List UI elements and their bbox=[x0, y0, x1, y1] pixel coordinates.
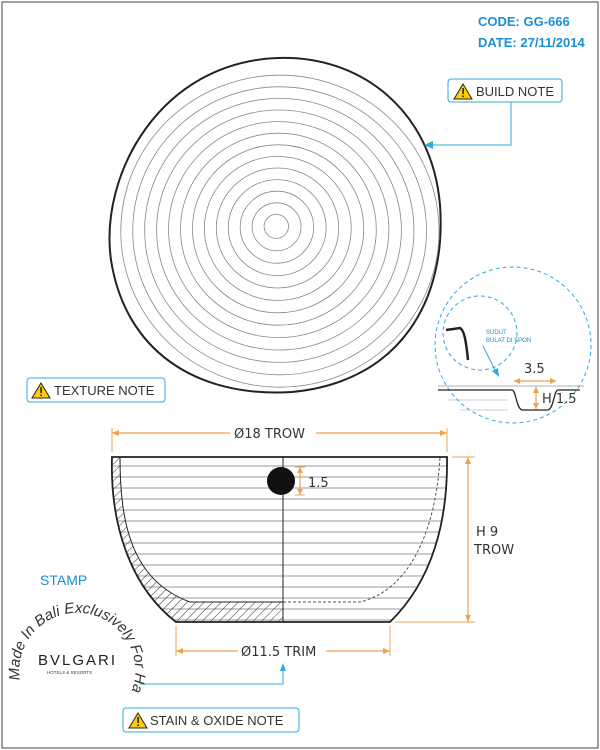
texture-ring bbox=[215, 167, 340, 289]
detail-label-line1: SUDUT bbox=[486, 330, 507, 336]
top-diameter-dimension: Ø18 TROW bbox=[111, 427, 448, 452]
top-diameter-label: Ø18 TROW bbox=[234, 427, 305, 442]
concentric-rings bbox=[120, 74, 440, 388]
build-note-box[interactable] bbox=[447, 78, 563, 103]
build-note-callout[interactable]: BUILD NOTE bbox=[447, 78, 563, 103]
texture-ring bbox=[180, 132, 377, 326]
top-view-bowl bbox=[108, 56, 442, 394]
detail-label-line2: BULAT DI SPON bbox=[486, 338, 531, 344]
stamp-brand: BVLGARI bbox=[38, 652, 117, 669]
stamp-arrow bbox=[280, 663, 286, 671]
drain-hole bbox=[267, 467, 295, 495]
build-note-label: BUILD NOTE bbox=[476, 84, 554, 99]
texture-ring bbox=[192, 144, 365, 314]
code-label: CODE: GG-666 bbox=[478, 14, 570, 29]
bottom-diameter-dimension: Ø11.5 TRIM bbox=[175, 626, 391, 660]
date-label: DATE: 27/11/2014 bbox=[478, 35, 585, 50]
warning-icon bbox=[453, 83, 473, 100]
inner-profile-dashed bbox=[283, 456, 441, 603]
texture-note-label: TEXTURE NOTE bbox=[54, 383, 155, 398]
edge-detail: SUDUT BULAT DI SPON 3.5 H 1.5 bbox=[434, 266, 592, 424]
top-view-outline bbox=[108, 56, 442, 394]
stain-note-box[interactable] bbox=[122, 707, 300, 733]
side-view-bowl bbox=[110, 456, 448, 623]
texture-note-callout[interactable]: TEXTURE NOTE bbox=[26, 377, 166, 403]
height-label-line2: TROW bbox=[473, 543, 514, 558]
warning-icon bbox=[128, 712, 148, 729]
cross-section-hatch bbox=[111, 456, 284, 623]
stamp-logo: Made In Bali Exclusively For Hand BVLGAR… bbox=[0, 0, 148, 695]
texture-ring bbox=[239, 190, 315, 264]
build-note-arrow bbox=[424, 141, 433, 149]
texture-ring bbox=[156, 109, 402, 351]
warning-icon bbox=[31, 382, 51, 399]
build-note-leader bbox=[430, 102, 512, 146]
rounded-corner-profile bbox=[445, 326, 470, 361]
texture-ring bbox=[120, 74, 440, 388]
groove-height-label: H 1.5 bbox=[542, 392, 577, 407]
texture-ring bbox=[227, 179, 327, 277]
groove-width-label: 3.5 bbox=[524, 362, 545, 377]
groove-profile bbox=[438, 389, 580, 411]
detail-arrow bbox=[492, 368, 499, 377]
stamp-title: STAMP bbox=[40, 572, 87, 588]
detail-leader bbox=[482, 345, 497, 373]
texture-ring bbox=[251, 202, 302, 252]
height-label-line1: H 9 bbox=[476, 525, 498, 540]
stamp-brand-sub: HOTELS & RESORTS bbox=[47, 670, 92, 675]
stain-note-callout[interactable]: STAIN & OXIDE NOTE bbox=[122, 707, 300, 733]
height-dimension: H 9 TROW bbox=[395, 456, 514, 623]
stain-note-label: STAIN & OXIDE NOTE bbox=[150, 713, 284, 728]
hole-size-label: 1.5 bbox=[308, 476, 329, 491]
texture-ring bbox=[144, 97, 415, 363]
stamp-script-text: Made In Bali Exclusively For Hand bbox=[0, 0, 148, 695]
texture-ring bbox=[203, 155, 352, 301]
texture-ring bbox=[263, 213, 289, 239]
texture-ring bbox=[132, 86, 427, 376]
stamp-leader bbox=[140, 670, 284, 685]
detail-circle-small bbox=[442, 295, 518, 371]
side-view-outline bbox=[110, 456, 448, 623]
bottom-diameter-label: Ø11.5 TRIM bbox=[241, 645, 316, 660]
texture-ring bbox=[168, 121, 390, 339]
texture-note-box[interactable] bbox=[26, 377, 166, 403]
hole-size-dimension: 1.5 bbox=[295, 466, 329, 496]
